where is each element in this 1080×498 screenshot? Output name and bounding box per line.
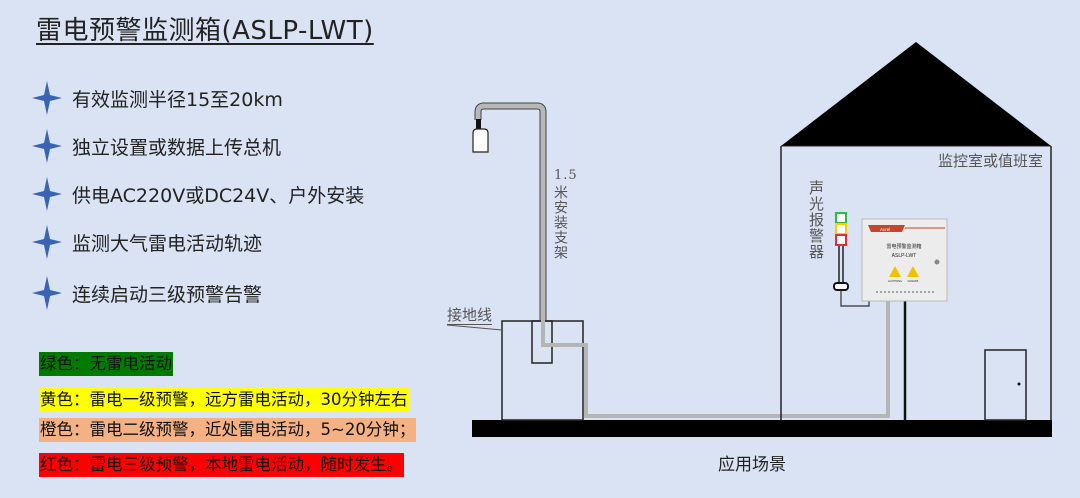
warning-label: LIGHTNING: [888, 279, 902, 283]
feature-item: 连续启动三级预警告警: [32, 275, 262, 311]
four-point-star-icon: [32, 225, 62, 259]
device-box: [861, 218, 948, 302]
sensor-neck: [476, 119, 481, 129]
legend-orange: 橙色：雷电二级预警，近处雷电活动，5~20分钟；: [39, 418, 417, 442]
alarm-connector: [833, 282, 849, 291]
door: [984, 349, 1027, 421]
feature-item: 独立设置或数据上传总机: [32, 128, 281, 164]
sensor-head: [472, 128, 489, 153]
four-point-star-icon: [32, 129, 62, 163]
legend-yellow: 黄色：雷电一级预警，远方雷电活动，30分钟左右: [39, 388, 409, 412]
feature-label: 有效监测半径15至20km: [72, 88, 283, 111]
scene-caption: 应用场景: [718, 455, 786, 475]
device-lock: [934, 259, 940, 265]
feature-item: 有效监测半径15至20km: [32, 80, 283, 116]
device-name: 雷电预警监测箱: [886, 243, 921, 250]
feature-label: 供电AC220V或DC24V、户外安装: [72, 184, 365, 207]
pole-label: 米安装支架: [552, 185, 568, 260]
device-brand: Acrel: [880, 227, 890, 232]
four-point-star-icon: [32, 177, 62, 211]
feature-label: 连续启动三级预警告警: [72, 283, 263, 306]
pole-height-value: 1.5: [554, 168, 578, 183]
device-brand-strip: [868, 225, 905, 232]
alarm-light-yellow: [835, 223, 847, 235]
feature-item: 供电AC220V或DC24V、户外安装: [32, 176, 364, 212]
door-knob: [1017, 382, 1021, 386]
ground-bar: [472, 420, 1052, 437]
alarm-light-green: [835, 212, 847, 224]
signal-cable: [541, 300, 890, 418]
device-model: ASLP-LWT: [892, 253, 917, 259]
legend-red: 红色：雷电三级预警，本地雷电活动，随时发生。: [39, 453, 404, 477]
alarm-to-box-cable: [840, 290, 870, 307]
four-point-star-icon: [32, 276, 62, 310]
feature-label: 监测大气雷电活动轨迹: [72, 232, 263, 255]
page-title: 雷电预警监测箱(ASLP-LWT): [36, 16, 374, 46]
alarm-light-red: [835, 234, 847, 246]
room-label: 监控室或值班室: [938, 152, 1044, 170]
mount-pole: [475, 103, 546, 320]
house-roof: [781, 42, 1051, 146]
warning-label: DANGER: [908, 279, 919, 283]
warning-triangle-icon: [889, 266, 901, 277]
feature-label: 独立设置或数据上传总机: [72, 136, 282, 159]
ground-wire-label: 接地线: [447, 306, 493, 325]
ground-label-leader: [446, 324, 503, 331]
four-point-star-icon: [32, 81, 62, 115]
lightning-warning-icon: [907, 266, 919, 277]
legend-green: 绿色：无雷电活动: [39, 352, 173, 376]
feature-item: 监测大气雷电活动轨迹: [32, 224, 262, 260]
alarm-label: 声光报警器: [807, 180, 825, 260]
